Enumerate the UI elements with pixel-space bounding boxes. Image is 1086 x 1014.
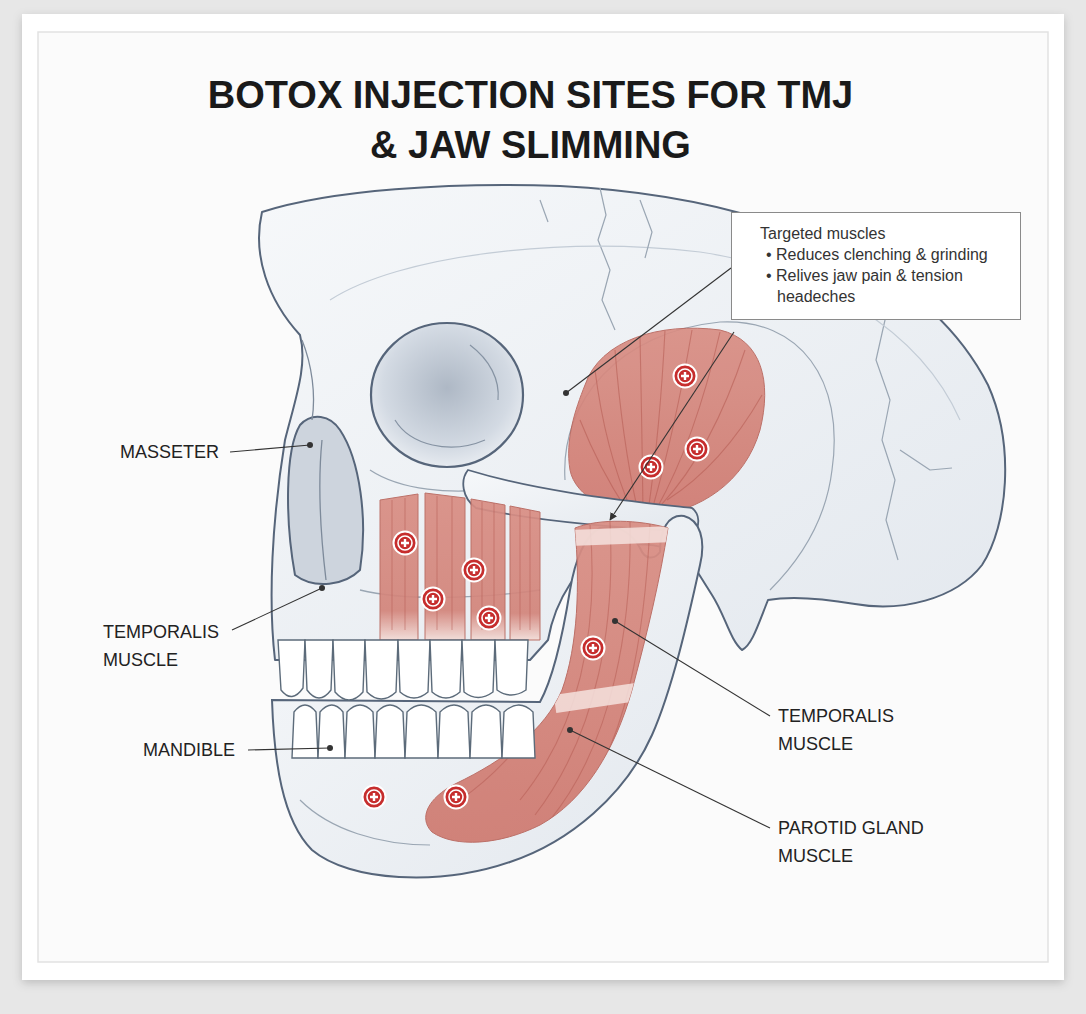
injection-marker	[463, 559, 486, 582]
mandible-detail	[300, 800, 430, 845]
temporalis-muscle	[640, 336, 643, 512]
frame-border	[22, 14, 1064, 980]
leader-line	[570, 730, 770, 828]
temporalis-muscle	[652, 330, 692, 510]
part-label: PAROTID GLAND MUSCLE	[778, 814, 943, 870]
injection-marker	[686, 438, 709, 461]
mandible-muscle	[550, 522, 630, 820]
teeth	[292, 705, 318, 758]
temporalis-muscle	[615, 350, 638, 512]
mandible-muscle	[555, 690, 650, 704]
injection-marker	[363, 365, 709, 809]
callout-bullet: • Relives jaw pain & tension headeches	[766, 265, 1008, 307]
teeth	[430, 640, 462, 698]
masseter-muscle	[510, 506, 540, 640]
injection-marker	[394, 532, 417, 555]
temporalis-muscle	[569, 328, 765, 516]
injection-marker	[674, 365, 697, 388]
callout-bullet: • Reduces clenching & grinding	[766, 244, 1008, 265]
temporalis-muscle	[657, 332, 720, 508]
leader-line	[615, 621, 770, 716]
leader-dot	[307, 390, 618, 751]
injection-marker	[363, 786, 386, 809]
teeth	[278, 640, 305, 697]
orbit-detail	[395, 345, 498, 447]
callout-box: Targeted muscles• Reduces clenching & gr…	[731, 212, 1021, 320]
masseter-muscle	[425, 493, 465, 640]
leader-dot	[327, 745, 333, 751]
temporalis-muscle	[595, 370, 632, 512]
leader-line	[232, 588, 322, 630]
injection-marker	[445, 786, 468, 809]
teeth	[438, 705, 470, 758]
teeth	[502, 705, 535, 758]
suture-lines	[900, 450, 952, 470]
part-label: MANDIBLE	[143, 736, 235, 764]
masseter-muscle	[392, 496, 530, 630]
callout-heading: Targeted muscles	[760, 223, 1008, 244]
leader-line	[230, 445, 310, 452]
temporalis-muscle	[569, 328, 765, 516]
temporalis-muscle	[667, 395, 762, 500]
leader-line	[230, 268, 770, 828]
teeth	[398, 640, 430, 698]
mandible-muscle	[535, 522, 611, 815]
suture-lines	[598, 188, 615, 330]
teeth	[470, 705, 502, 758]
mandible-muscle	[426, 521, 668, 842]
suture-lines	[640, 200, 652, 258]
teeth	[278, 640, 535, 758]
teeth	[333, 640, 365, 700]
part-label: TEMPORALIS MUSCLE	[103, 618, 238, 674]
leader-dot	[567, 727, 573, 733]
teeth	[462, 640, 495, 698]
mandible-muscle	[570, 524, 650, 812]
leader-dot	[563, 390, 569, 396]
teeth	[405, 705, 438, 758]
leader-line	[248, 748, 330, 750]
injection-marker	[640, 456, 663, 479]
injection-marker	[422, 588, 445, 611]
leader-dot	[307, 442, 313, 448]
leader-line	[610, 332, 734, 520]
masseter-muscle	[392, 496, 530, 630]
teeth	[375, 705, 405, 758]
part-label: MASSETER	[120, 438, 219, 466]
teeth	[318, 705, 345, 758]
nasal-aperture	[288, 417, 363, 584]
teeth	[305, 640, 333, 698]
teeth	[495, 640, 528, 695]
part-label: TEMPORALIS MUSCLE	[778, 702, 913, 758]
suture-lines	[540, 200, 548, 222]
leader-dot	[612, 618, 618, 624]
mandible-muscle	[570, 534, 672, 538]
title-text: BOTOX INJECTION SITES FOR TMJ & JAW SLIM…	[198, 70, 863, 170]
injection-marker	[478, 607, 501, 630]
eye-orbit	[371, 323, 523, 467]
leader-dot	[319, 585, 325, 591]
temporalis-muscle	[580, 330, 762, 512]
nasal-septum	[302, 340, 326, 580]
injection-marker	[582, 637, 605, 660]
temporalis-muscle	[648, 330, 665, 512]
teeth	[365, 640, 398, 699]
masseter-muscle	[380, 493, 540, 640]
teeth	[345, 705, 375, 758]
temporalis-muscle	[662, 350, 745, 504]
masseter-muscle	[380, 494, 418, 640]
frame-mat	[38, 32, 1048, 962]
mandible-muscle	[426, 521, 672, 842]
